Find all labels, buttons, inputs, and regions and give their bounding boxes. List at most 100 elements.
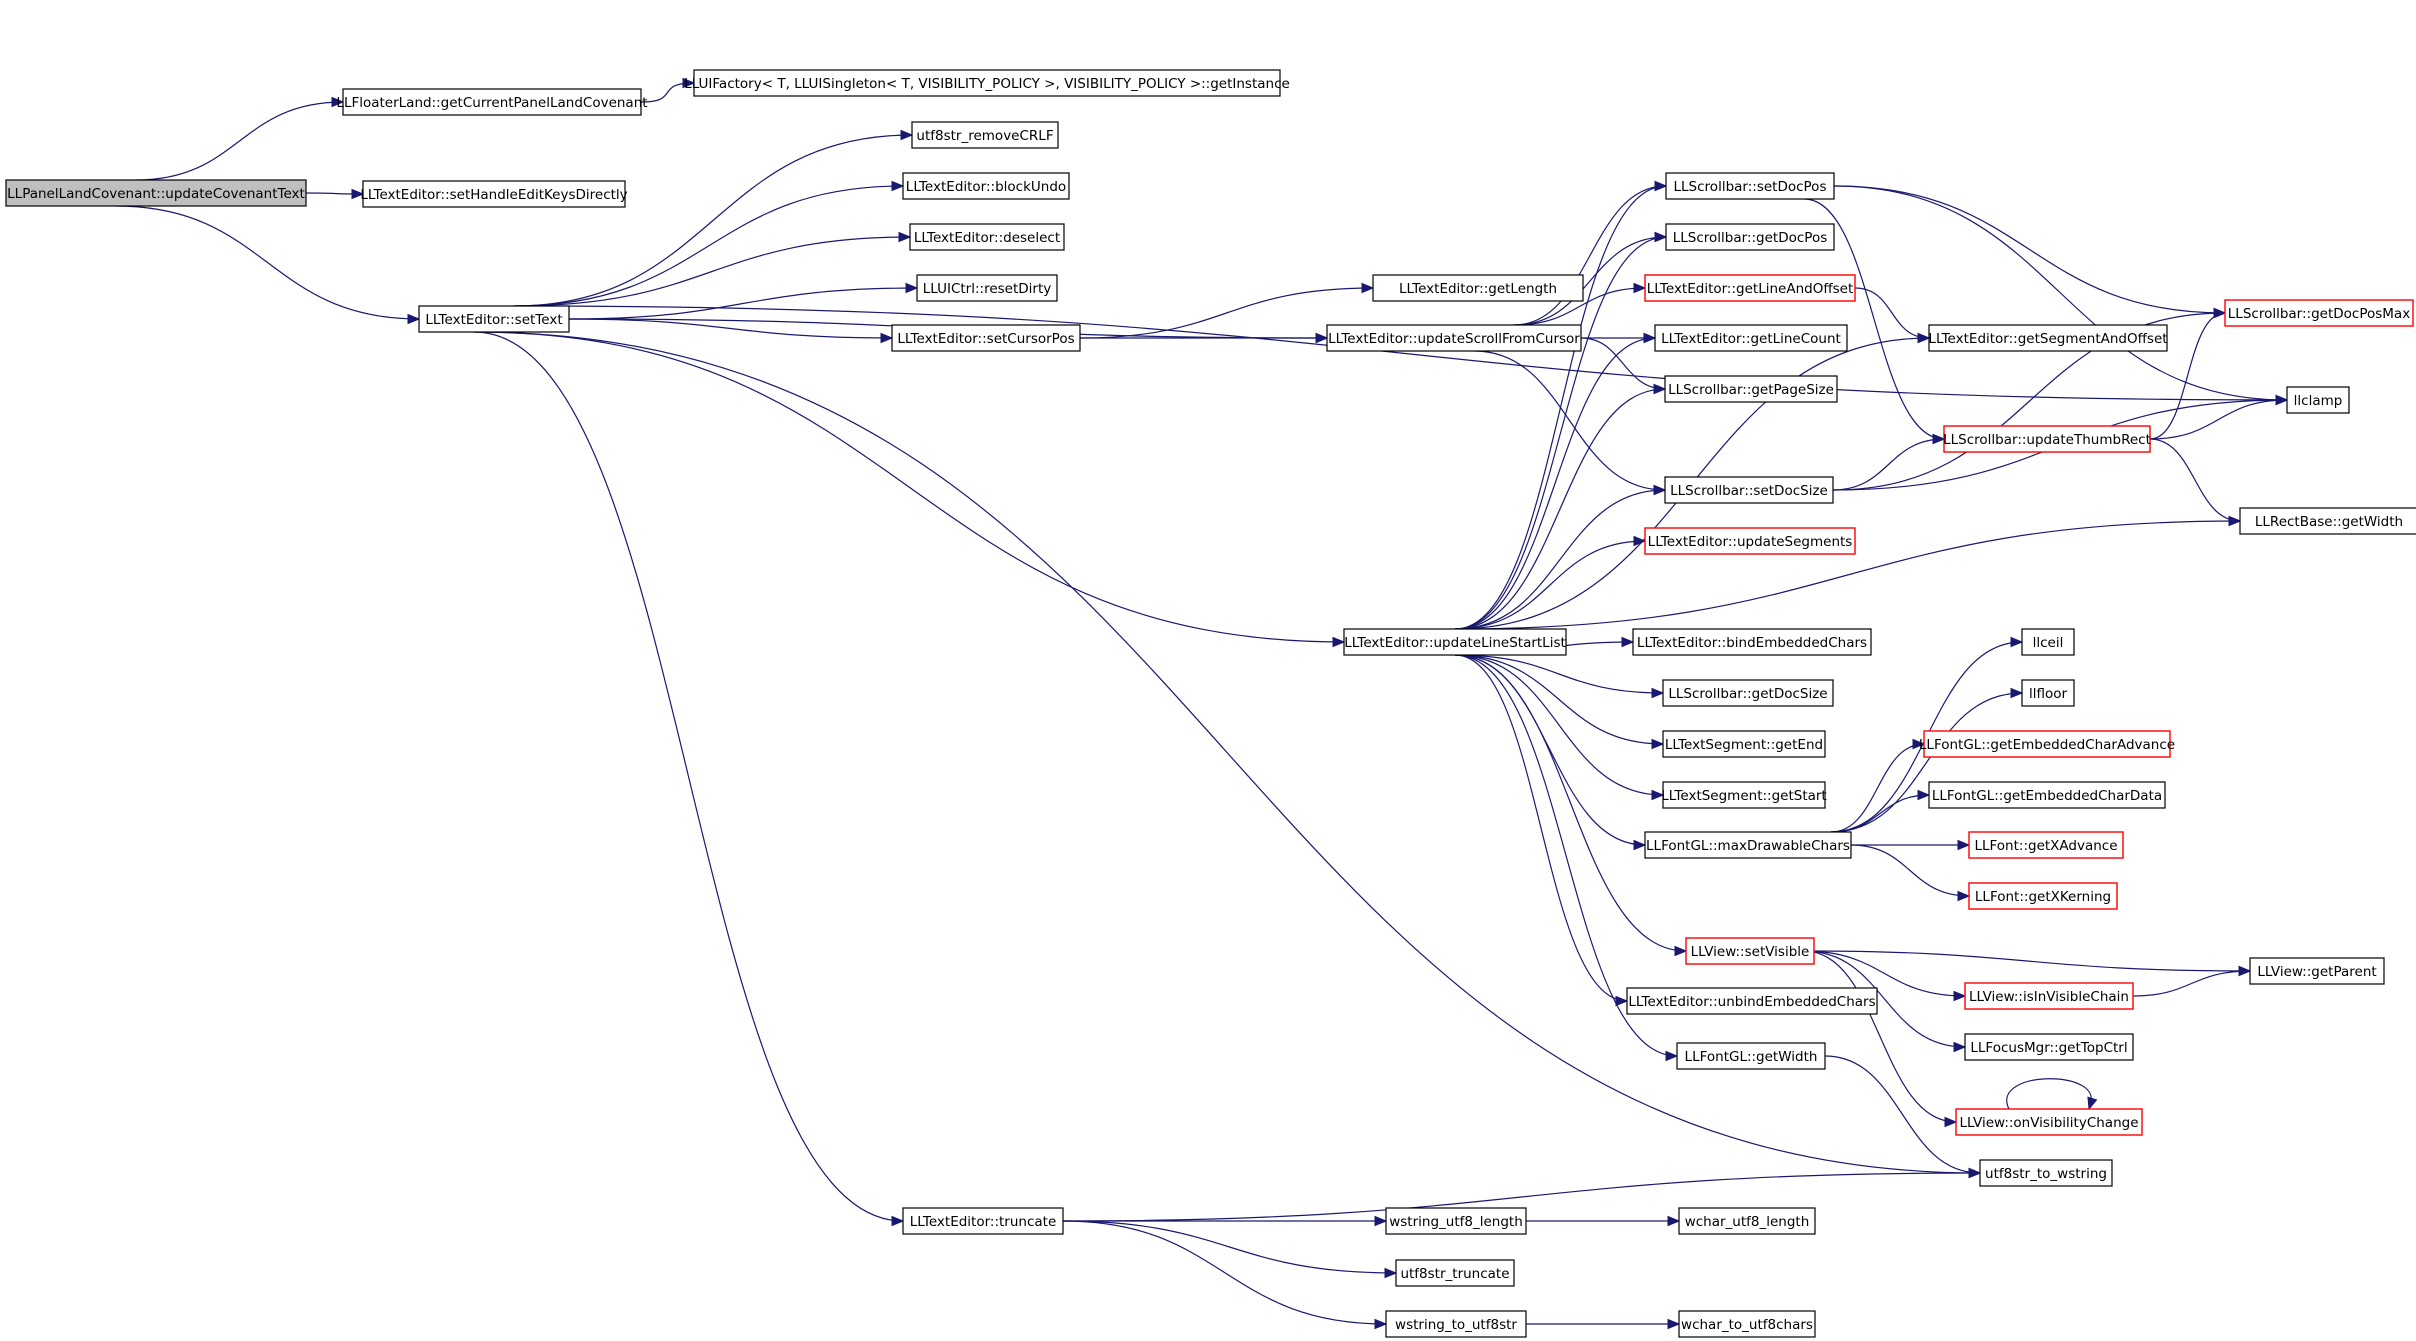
node-getInstance[interactable]: LLUIFactory< T, LLUISingleton< T, VISIBI…: [684, 69, 1290, 97]
node-getEmbeddedCharData[interactable]: LLFontGL::getEmbeddedCharData: [1928, 781, 2166, 809]
edge-isInVisibleChain-to-getParent: [2132, 965, 2252, 997]
node-label: utf8str_truncate: [1400, 1266, 1509, 1282]
node-getParent[interactable]: LLView::getParent: [2249, 957, 2385, 985]
node-updateLineStartList[interactable]: LLTextEditor::updateLineStartList: [1343, 628, 1567, 656]
node-box: [1676, 1042, 1826, 1070]
node-maxDrawableChars[interactable]: LLFontGL::maxDrawableChars: [1644, 831, 1852, 859]
node-unbindEmbeddedChars[interactable]: LLTextEditor::unbindEmbeddedChars: [1626, 987, 1878, 1015]
edge-arrowhead: [2228, 515, 2242, 527]
edge-arrowhead: [1912, 738, 1926, 750]
edge-line: [1062, 1172, 1981, 1222]
edge-line: [135, 101, 344, 181]
node-box: [1664, 375, 1838, 403]
edge-arrowhead: [1643, 332, 1657, 344]
node-label: LLFont::getXKerning: [1975, 889, 2111, 905]
node-getDocSize[interactable]: LLScrollbar::getDocSize: [1662, 679, 1834, 707]
node-getCurrentPanelLandCovenant[interactable]: LLFloaterLand::getCurrentPanelLandCovena…: [336, 88, 648, 116]
node-segGetStart[interactable]: LLTextSegment::getStart: [1661, 781, 1827, 809]
node-getLineCount[interactable]: LLTextEditor::getLineCount: [1654, 324, 1848, 352]
edge-line: [1454, 654, 1664, 796]
node-wstring_to_utf8str[interactable]: wstring_to_utf8str: [1385, 1310, 1527, 1338]
node-box: [1343, 628, 1567, 656]
edge-arrowhead: [1633, 839, 1647, 851]
node-getDocPos[interactable]: LLScrollbar::getDocPos: [1665, 223, 1835, 251]
node-bindEmbeddedChars[interactable]: LLTextEditor::bindEmbeddedChars: [1632, 628, 1872, 656]
node-label: LLTextEditor::deselect: [914, 230, 1060, 246]
node-getTopCtrl[interactable]: LLFocusMgr::getTopCtrl: [1964, 1033, 2134, 1061]
edge-root-to-setHandleEditKeysDirectly: [305, 188, 365, 200]
edge-line: [1803, 198, 1945, 440]
node-rectGetWidth[interactable]: LLRectBase::getWidth: [2239, 507, 2416, 535]
edge-updateLineStartList-to-fontGetWidth: [1454, 654, 1679, 1062]
node-box: [1678, 1310, 1816, 1338]
node-utf8str_to_wstring[interactable]: utf8str_to_wstring: [1979, 1159, 2113, 1187]
node-onVisibilityChange[interactable]: LLView::onVisibilityChange: [1955, 1108, 2143, 1136]
node-box: [1626, 987, 1878, 1015]
edge-updateLineStartList-to-setDocPos: [1454, 180, 1668, 630]
node-llclamp[interactable]: llclamp: [2286, 386, 2350, 414]
node-llfloor[interactable]: llfloor: [2021, 679, 2075, 707]
node-setText[interactable]: LLTextEditor::setText: [418, 305, 570, 333]
edge-line: [1803, 950, 1966, 1048]
node-truncate[interactable]: LLTextEditor::truncate: [902, 1207, 1064, 1235]
edge-line: [1473, 350, 1666, 491]
edge-line: [1454, 654, 1664, 745]
node-root[interactable]: LLPanelLandCovenant::updateCovenantText: [5, 179, 307, 207]
node-setDocPos[interactable]: LLScrollbar::setDocPos: [1665, 172, 1835, 200]
node-updateThumbRect[interactable]: LLScrollbar::updateThumbRect: [1943, 425, 2151, 453]
edge-line: [1513, 287, 1646, 326]
edge-arrowhead: [1332, 636, 1346, 648]
node-segGetEnd[interactable]: LLTextSegment::getEnd: [1662, 730, 1826, 758]
node-utf8str_truncate[interactable]: utf8str_truncate: [1395, 1259, 1515, 1287]
node-getDocPosMax[interactable]: LLScrollbar::getDocPosMax: [2224, 299, 2414, 327]
node-getXKerning[interactable]: LLFont::getXKerning: [1968, 882, 2118, 910]
edge-line: [1454, 654, 1664, 694]
edge-arrowhead: [1651, 789, 1665, 801]
node-box: [1928, 324, 2168, 352]
edge-line: [1454, 654, 1628, 1002]
node-llceil[interactable]: llceil: [2021, 628, 2075, 656]
edge-onVisibilityChange-to-onVisibilityChange: [2006, 1078, 2098, 1111]
node-resetDirty[interactable]: LLUICtrl::resetDirty: [916, 274, 1058, 302]
node-box: [1644, 831, 1852, 859]
node-setDocSize[interactable]: LLScrollbar::setDocSize: [1664, 476, 1834, 504]
edge-line: [1454, 654, 1646, 846]
node-label: llfloor: [2029, 686, 2068, 702]
edge-setText-to-updateLineStartList: [473, 331, 1346, 648]
edge-arrowhead: [1384, 1267, 1398, 1279]
node-updateScrollFromCursor[interactable]: LLTextEditor::updateScrollFromCursor: [1326, 324, 1582, 352]
node-box: [1964, 1033, 2134, 1061]
node-blockUndo[interactable]: LLTextEditor::blockUndo: [902, 172, 1070, 200]
node-wchar_to_utf8chars[interactable]: wchar_to_utf8chars: [1678, 1310, 1816, 1338]
node-label: llceil: [2033, 635, 2064, 651]
node-wstring_utf8_length[interactable]: wstring_utf8_length: [1385, 1207, 1527, 1235]
node-fontGetWidth[interactable]: LLFontGL::getWidth: [1676, 1042, 1826, 1070]
node-utf8str_removeCRLF[interactable]: utf8str_removeCRLF: [911, 121, 1059, 149]
node-label: LLView::isInVisibleChain: [1969, 989, 2129, 1005]
edge-arrowhead: [2238, 965, 2252, 977]
node-wchar_utf8_length[interactable]: wchar_utf8_length: [1678, 1207, 1816, 1235]
node-label: LLFontGL::maxDrawableChars: [1646, 838, 1850, 854]
node-label: LLTextEditor::updateLineStartList: [1344, 635, 1566, 651]
node-getLength[interactable]: LLTextEditor::getLength: [1372, 274, 1584, 302]
node-deselect[interactable]: LLTextEditor::deselect: [909, 223, 1065, 251]
edge-arrowhead: [407, 313, 421, 325]
node-isInVisibleChain[interactable]: LLView::isInVisibleChain: [1964, 982, 2134, 1010]
nodes-layer: LLPanelLandCovenant::updateCovenantTextL…: [5, 69, 2416, 1338]
node-setVisible[interactable]: LLView::setVisible: [1685, 937, 1815, 965]
node-getSegmentAndOffset[interactable]: LLTextEditor::getSegmentAndOffset: [1928, 324, 2168, 352]
node-getXAdvance[interactable]: LLFont::getXAdvance: [1968, 831, 2124, 859]
edge-updateLineStartList-to-segGetEnd: [1454, 654, 1665, 750]
edge-line: [568, 287, 918, 320]
edge-truncate-to-wstring_utf8_length: [1063, 1215, 1388, 1227]
node-getPageSize[interactable]: LLScrollbar::getPageSize: [1664, 375, 1838, 403]
node-setCursorPos[interactable]: LLTextEditor::setCursorPos: [891, 324, 1081, 352]
edge-setDocSize-to-updateThumbRect: [1832, 433, 1946, 491]
edge-arrowhead: [2213, 307, 2227, 319]
node-label: LLTextEditor::unbindEmbeddedChars: [1628, 994, 1875, 1010]
node-updateSegments[interactable]: LLTextEditor::updateSegments: [1644, 527, 1856, 555]
node-getLineAndOffset[interactable]: LLTextEditor::getLineAndOffset: [1644, 274, 1856, 302]
node-label: LLView::setVisible: [1691, 944, 1810, 960]
node-getEmbeddedCharAdvance[interactable]: LLFontGL::getEmbeddedCharAdvance: [1919, 730, 2175, 758]
node-setHandleEditKeysDirectly[interactable]: LLTextEditor::setHandleEditKeysDirectly: [360, 180, 628, 208]
